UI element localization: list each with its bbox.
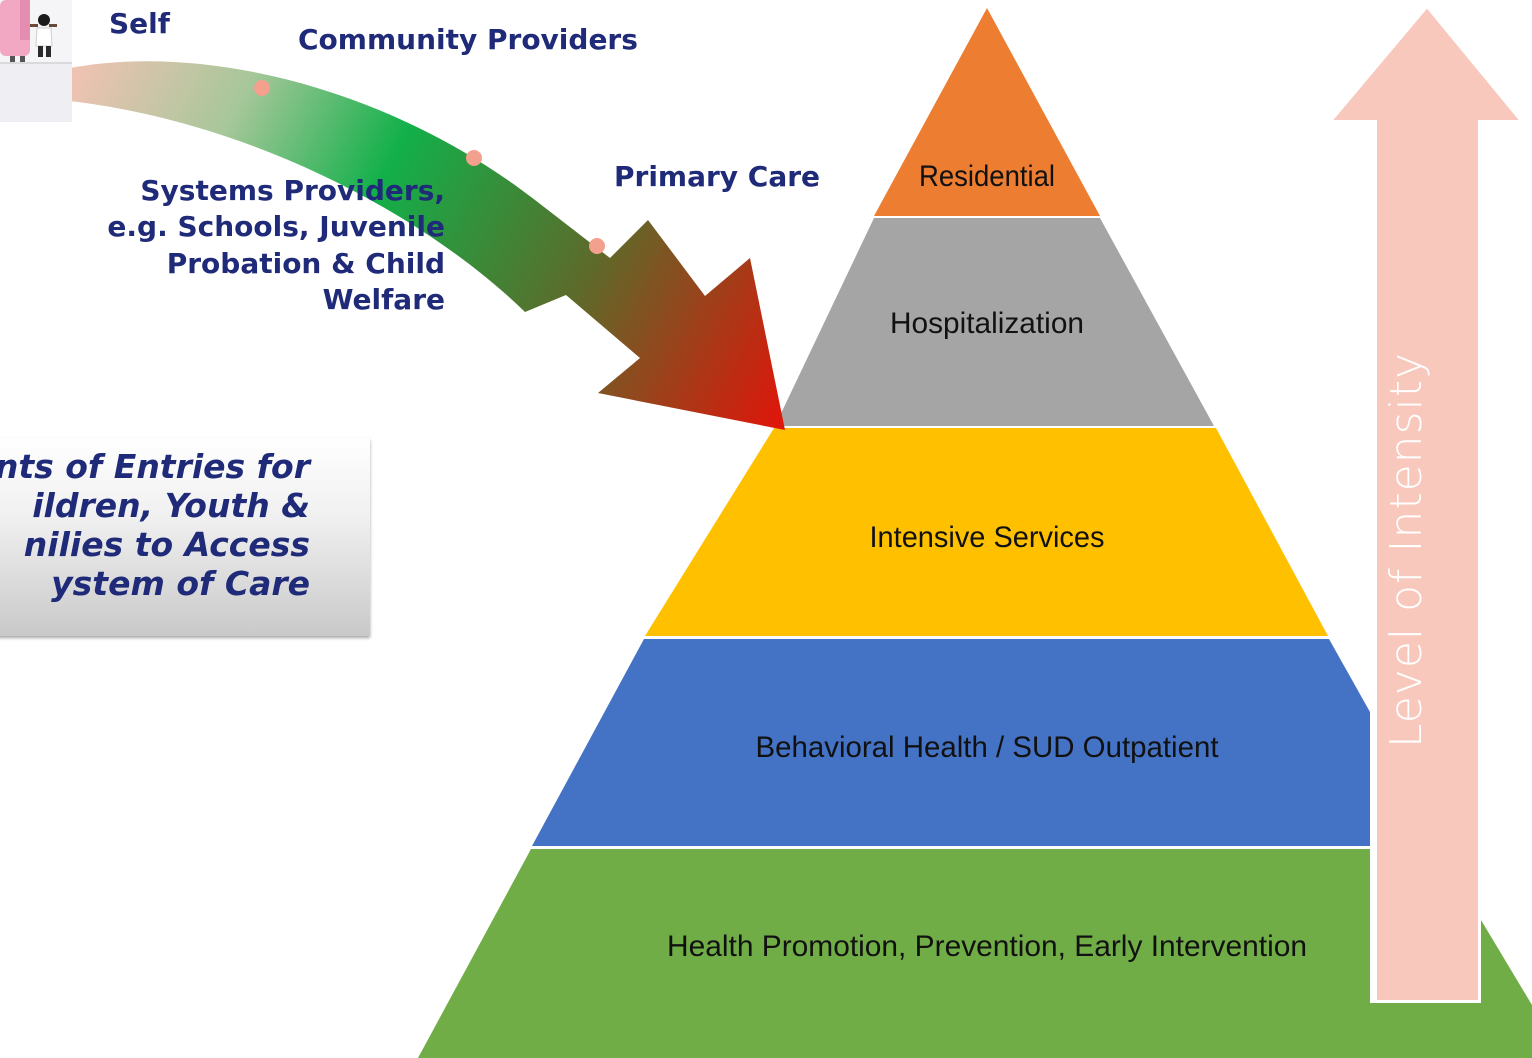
tier-label-residential: Residential (919, 160, 1055, 193)
pyramid: Residential Hospitalization Intensive Se… (418, 8, 1532, 1058)
level-of-intensity-label: Level of Intensity (1381, 351, 1432, 749)
entry-points-title-box: nts of Entries for ildren, Youth & nilie… (0, 438, 370, 636)
tier-label-hospitalization: Hospitalization (890, 307, 1084, 340)
tier-label-promotion: Health Promotion, Prevention, Early Inte… (667, 930, 1307, 963)
entry-dot-2 (466, 150, 482, 166)
entry-label-primary-care: Primary Care (614, 160, 821, 193)
tier-hospitalization (775, 218, 1214, 426)
tier-promotion (418, 849, 1532, 1058)
family-illustration-icon (0, 0, 72, 122)
tier-outpatient (532, 639, 1370, 846)
tier-label-intensive-services: Intensive Services (870, 521, 1105, 554)
entry-dot-3 (589, 238, 605, 254)
tier-residential (874, 8, 1100, 216)
tier-intensive-services (645, 428, 1328, 636)
tier-label-outpatient: Behavioral Health / SUD Outpatient (756, 731, 1220, 764)
entry-label-self: Self (109, 7, 170, 40)
entry-points-title: nts of Entries for ildren, Youth & nilie… (0, 447, 310, 603)
entry-label-systems-providers: Systems Providers, e.g. Schools, Juvenil… (107, 174, 445, 317)
entry-arrow (60, 61, 785, 430)
intensity-arrow (1320, 0, 1532, 1006)
entry-label-community-providers: Community Providers (298, 23, 638, 56)
entry-dot-1 (254, 80, 270, 96)
